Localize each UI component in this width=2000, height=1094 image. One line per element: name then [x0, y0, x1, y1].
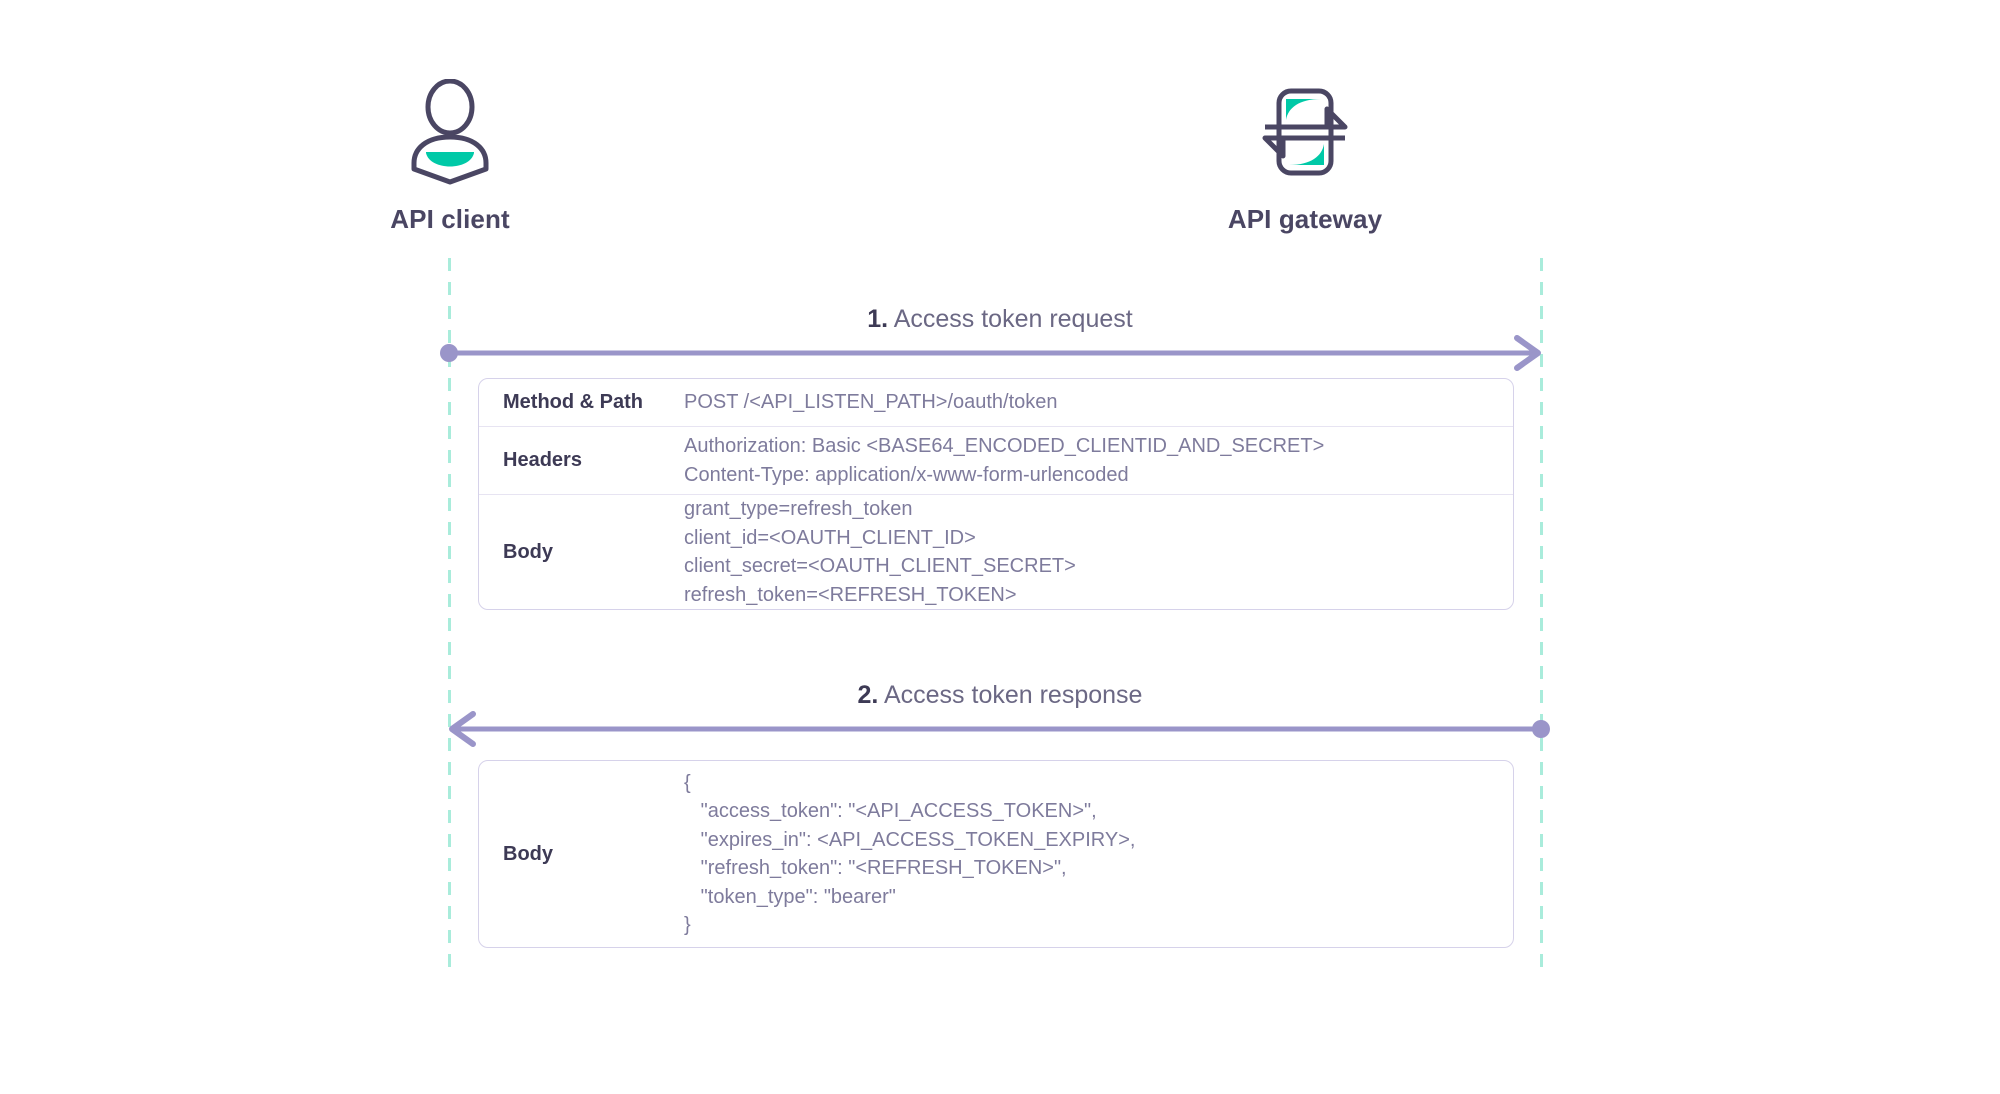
value-line: client_secret=<OAUTH_CLIENT_SECRET>: [684, 555, 1076, 577]
message-arrow-2: [440, 709, 1550, 749]
row-value: POST /<API_LISTEN_PATH>/oauth/token: [684, 388, 1513, 417]
value-line: Authorization: Basic <BASE64_ENCODED_CLI…: [684, 435, 1325, 457]
value-line: grant_type=refresh_token: [684, 498, 913, 520]
message-label-2: 2. Access token response: [0, 681, 2000, 710]
value-line: "token_type": "bearer": [684, 885, 896, 908]
message-number: 1.: [867, 305, 889, 333]
actor-label: API gateway: [1227, 204, 1383, 234]
actor-api-client: API client: [300, 78, 600, 235]
row-label: Headers: [503, 449, 582, 471]
value-line: POST /<API_LISTEN_PATH>/oauth/token: [684, 391, 1058, 414]
user-icon: [300, 78, 600, 186]
response-detail-table: Body { "access_token": "<API_ACCESS_TOKE…: [478, 760, 1514, 948]
message-label-1: 1. Access token request: [0, 305, 2000, 334]
row-label: Body: [503, 842, 553, 865]
table-row-method-path: Method & Path POST /<API_LISTEN_PATH>/oa…: [479, 379, 1513, 427]
row-value: { "access_token": "<API_ACCESS_TOKEN>", …: [684, 769, 1513, 940]
value-line: "expires_in": <API_ACCESS_TOKEN_EXPIRY>,: [684, 828, 1136, 851]
row-label: Method & Path: [503, 391, 643, 413]
actor-label: API client: [390, 204, 510, 234]
table-row-headers: Headers Authorization: Basic <BASE64_ENC…: [479, 427, 1513, 495]
lifeline-api-client: [448, 258, 451, 975]
value-line: Content-Type: application/x-www-form-url…: [684, 463, 1129, 486]
message-text: Access token request: [893, 305, 1133, 333]
lifeline-api-gateway: [1540, 258, 1543, 975]
value-line: {: [684, 771, 691, 794]
table-row-body: Body grant_type=refresh_token client_id=…: [479, 495, 1513, 609]
message-number: 2.: [857, 681, 879, 709]
message-arrow-1: [440, 333, 1550, 373]
value-line: refresh_token=<REFRESH_TOKEN>: [684, 583, 1017, 606]
actor-api-gateway: API gateway: [1155, 78, 1455, 235]
value-line: "access_token": "<API_ACCESS_TOKEN>",: [684, 800, 1097, 822]
message-text: Access token response: [883, 681, 1143, 709]
table-row-body: Body { "access_token": "<API_ACCESS_TOKE…: [479, 761, 1513, 947]
row-value: grant_type=refresh_token client_id=<OAUT…: [684, 495, 1513, 609]
value-line: "refresh_token": "<REFRESH_TOKEN>",: [684, 857, 1067, 879]
request-detail-table: Method & Path POST /<API_LISTEN_PATH>/oa…: [478, 378, 1514, 610]
gateway-icon: [1155, 78, 1455, 186]
value-line: }: [684, 914, 691, 936]
row-value: Authorization: Basic <BASE64_ENCODED_CLI…: [684, 432, 1513, 489]
row-label: Body: [503, 540, 553, 563]
value-line: client_id=<OAUTH_CLIENT_ID>: [684, 526, 976, 549]
